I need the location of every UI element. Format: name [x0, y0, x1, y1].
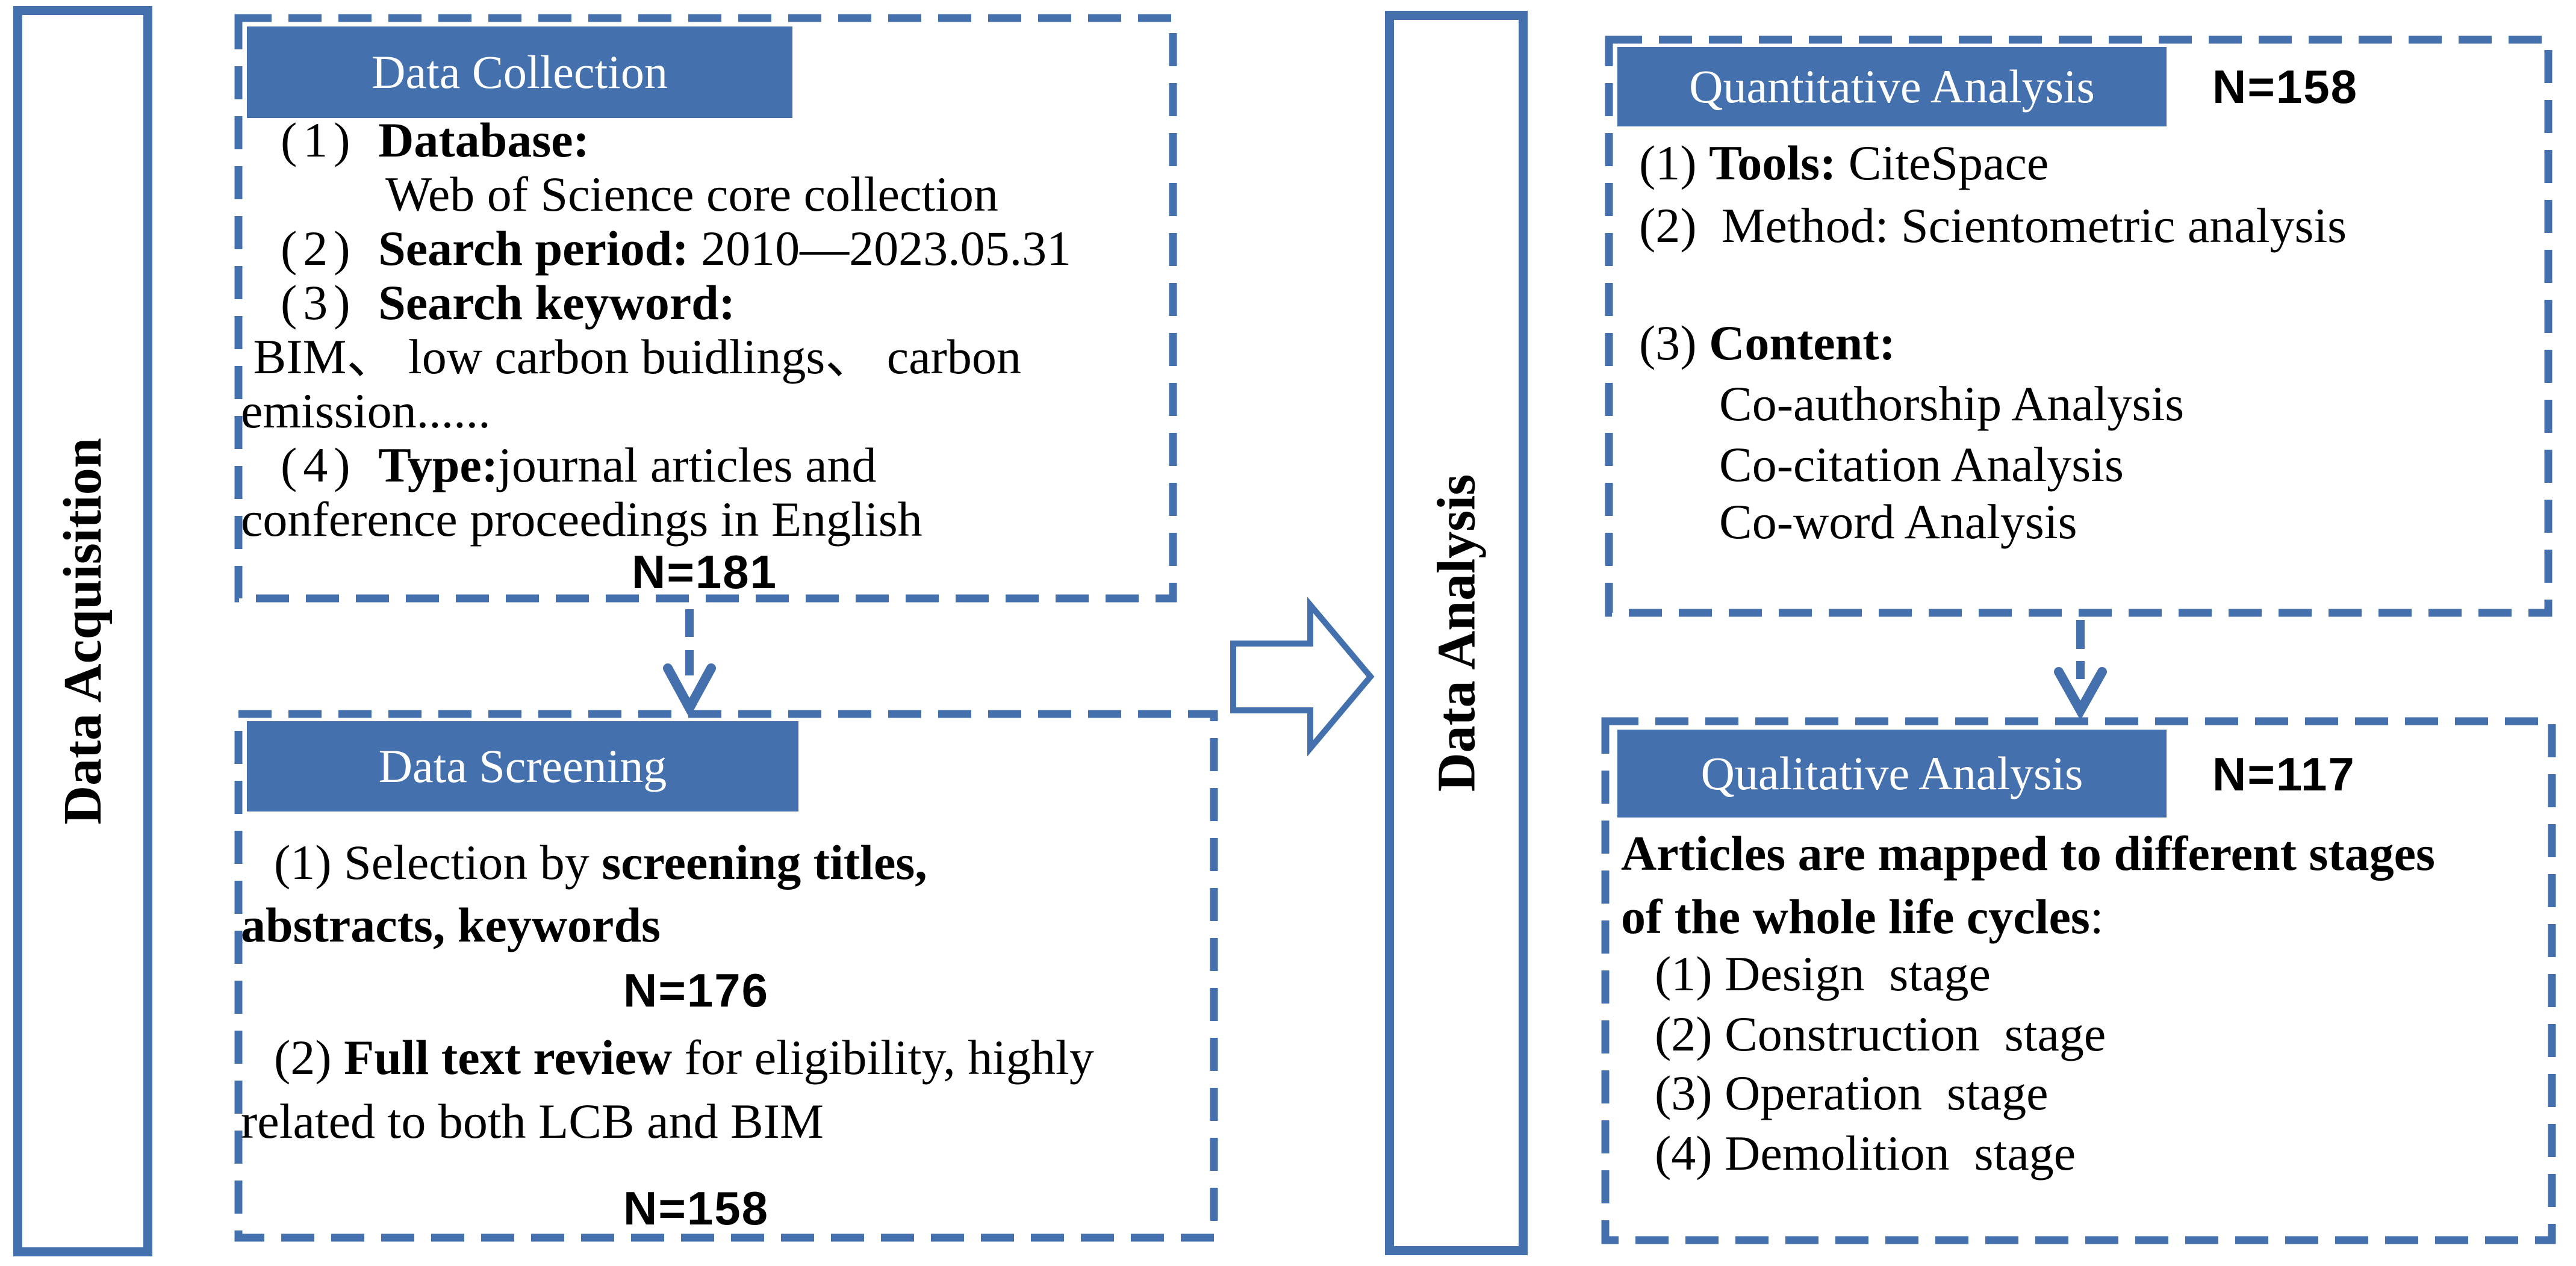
collection-l4-num: (3)	[281, 275, 375, 330]
collection-l1-num: (1)	[281, 113, 375, 167]
screening-l1-bold: screening titles,	[602, 835, 927, 890]
screening-count-1-badge: N=176	[623, 964, 770, 1017]
quantitative-content-item: Co-citation Analysis	[1719, 437, 2124, 492]
collection-count-badge: N=181	[631, 545, 778, 598]
screening-line-selection-2: abstracts, keywords	[241, 898, 661, 952]
qualitative-stage-item: (2) Construction stage	[1655, 1007, 2106, 1061]
qualitative-stage-item: (1) Design stage	[1655, 946, 1991, 1001]
quantitative-l3-num: (3)	[1639, 315, 1710, 370]
data-analysis-label: Data Analysis	[1426, 474, 1487, 792]
down-arrow-1-head-icon	[663, 663, 716, 718]
screening-line-fulltext-2: related to both LCB and BIM	[241, 1094, 824, 1149]
collection-line-keywords-1: BIM、 low carbon buidlings、 carbon	[241, 329, 1021, 384]
screening-l3-rest: for eligibility, highly	[672, 1030, 1094, 1085]
quantitative-content-item: Co-word Analysis	[1719, 494, 2077, 549]
qualitative-count-badge: N=117	[2212, 748, 2356, 801]
quantitative-l1-value: CiteSpace	[1836, 135, 2049, 190]
quantitative-box-border	[1605, 36, 2553, 617]
right-block-arrow-icon	[1230, 597, 1375, 757]
collection-l7-num: (4)	[281, 438, 375, 492]
collection-l1-label: Database:	[378, 113, 590, 167]
data-analysis-rail: Data Analysis	[1385, 11, 1528, 1255]
qualitative-intro-2: of the whole life cycles:	[1621, 889, 2104, 944]
data-collection-box-border	[234, 14, 1177, 603]
screening-l3-num: (2)	[274, 1030, 344, 1085]
screening-count-2-badge: N=158	[623, 1182, 770, 1235]
collection-line-type: (4) Type:journal articles and	[281, 438, 876, 492]
collection-l7-value: journal articles and	[498, 438, 877, 492]
data-screening-header: Data Screening	[247, 721, 798, 811]
qualitative-intro-2-bold: of the whole life cycles	[1621, 889, 2090, 944]
quantitative-l3-label: Content:	[1709, 315, 1896, 370]
collection-line-search-keyword: (3) Search keyword:	[281, 275, 736, 330]
qualitative-intro-2-colon: :	[2089, 889, 2104, 944]
collection-l3-num: (2)	[281, 221, 375, 276]
screening-line-fulltext: (2) Full text review for eligibility, hi…	[274, 1030, 1094, 1085]
quantitative-count-badge: N=158	[2212, 60, 2359, 113]
qualitative-intro-1: Articles are mapped to different stages	[1621, 826, 2435, 881]
quantitative-line-method: (2) Method: Scientometric analysis	[1639, 198, 2347, 253]
collection-line-keywords-2: emission......	[241, 383, 491, 438]
quantitative-content-item: Co-authorship Analysis	[1719, 376, 2185, 431]
quantitative-l1-label: Tools:	[1709, 135, 1837, 190]
collection-line-database: (1) Database:	[281, 113, 590, 167]
collection-l7-label: Type:	[378, 438, 499, 492]
quantitative-header: Quantitative Analysis	[1617, 47, 2167, 126]
qualitative-stage-item: (4) Demolition stage	[1655, 1126, 2076, 1181]
collection-l3-label: Search period:	[378, 221, 689, 276]
quantitative-line-tools: (1) Tools: CiteSpace	[1639, 135, 2049, 190]
data-acquisition-label: Data Acquisition	[53, 438, 113, 825]
screening-l1-pre: (1) Selection by	[274, 835, 602, 890]
collection-l3-value: 2010—2023.05.31	[688, 221, 1072, 276]
quantitative-l1-num: (1)	[1639, 135, 1710, 190]
data-acquisition-rail: Data Acquisition	[13, 6, 152, 1256]
down-arrow-2-head-icon	[2054, 667, 2107, 721]
screening-l3-bold: Full text review	[344, 1030, 673, 1085]
data-collection-header: Data Collection	[247, 26, 792, 118]
collection-line-type-2: conference proceedings in English	[241, 492, 922, 547]
qualitative-header: Qualitative Analysis	[1617, 730, 2167, 818]
collection-line-database-value: Web of Science core collection	[385, 167, 998, 222]
qualitative-stage-item: (3) Operation stage	[1655, 1066, 2049, 1120]
collection-l4-label: Search keyword:	[378, 275, 736, 330]
collection-line-search-period: (2) Search period: 2010—2023.05.31	[281, 221, 1072, 276]
quantitative-line-content: (3) Content:	[1639, 315, 1896, 370]
qualitative-box-border	[1601, 717, 2556, 1244]
screening-line-selection: (1) Selection by screening titles,	[274, 835, 927, 890]
